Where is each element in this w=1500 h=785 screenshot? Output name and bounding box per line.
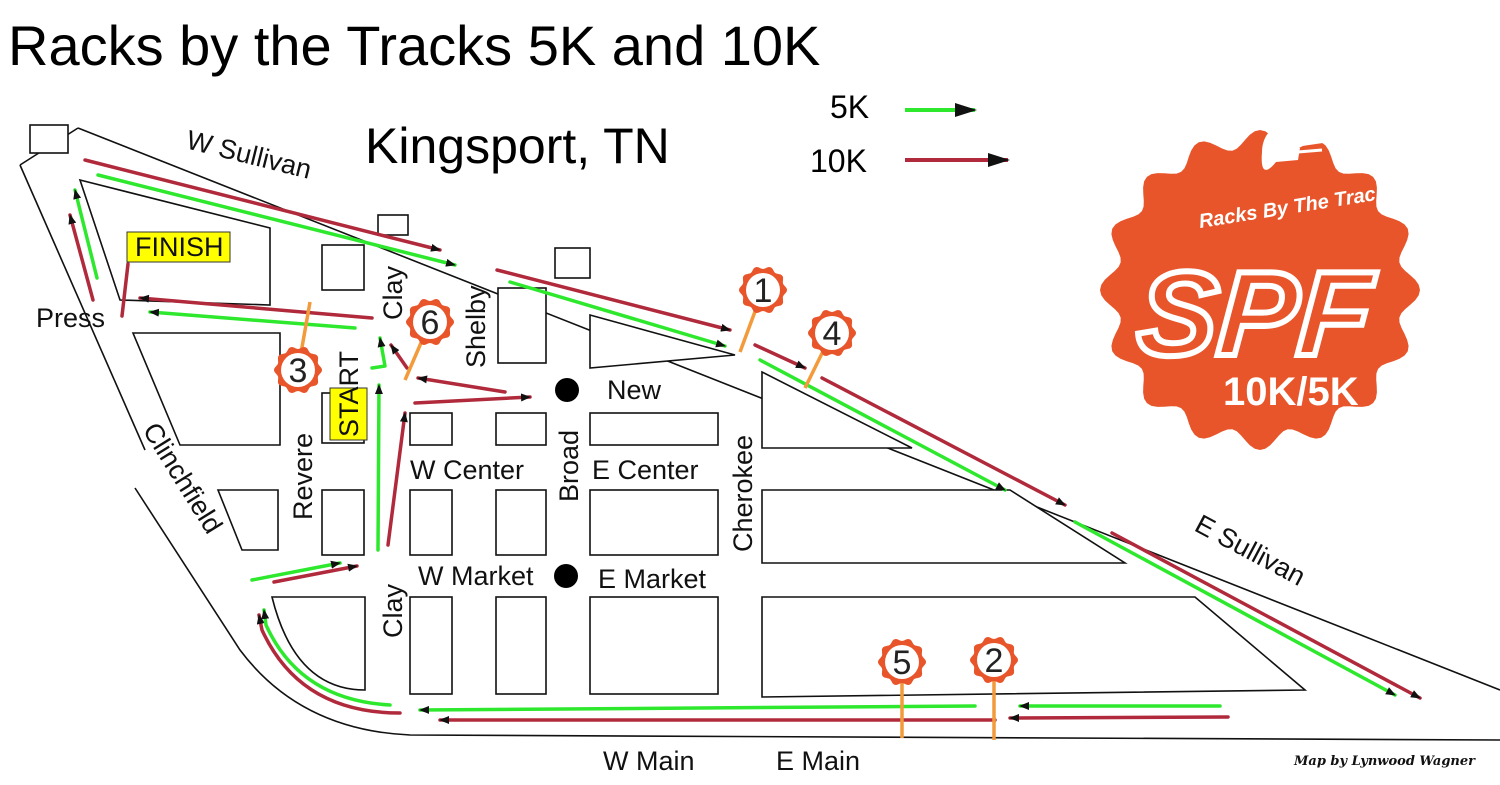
street-e-main: E Main [776, 746, 860, 776]
legend-10k-label: 10K [810, 143, 867, 179]
mile-marker-3: 3 [289, 352, 308, 390]
street-e-sullivan: E Sullivan [1190, 509, 1310, 592]
mile-marker-1: 1 [754, 272, 773, 310]
mile-marker-face [746, 273, 780, 307]
mile-marker-face [413, 305, 447, 339]
street-w-main: W Main [603, 746, 695, 776]
mile-marker-5: 5 [893, 644, 912, 682]
mile-marker-face [815, 316, 849, 350]
mile-marker-face [281, 353, 315, 387]
logo-big-text: SPF [1133, 247, 1378, 381]
street-w-sullivan: W Sullivan [184, 125, 315, 185]
legend: 5K 10K [810, 89, 1010, 179]
spf-logo: Racks By The Tracks SPF 10K/5K [1100, 124, 1420, 450]
mile-marker-4: 4 [823, 315, 842, 353]
city-blocks [29, 124, 1308, 698]
route-5k [73, 173, 1397, 714]
start-label: START [329, 351, 368, 441]
mile-marker-face [977, 643, 1011, 677]
street-w-center: W Center [410, 455, 524, 485]
mile-markers: 1 2 3 4 5 6 [274, 267, 1018, 740]
street-clay-north: Clay [378, 265, 408, 320]
street-shelby: Shelby [461, 285, 491, 368]
street-clay-south: Clay [378, 583, 408, 638]
market-broad-dot [554, 564, 578, 588]
new-broad-dot [555, 378, 579, 402]
street-revere: Revere [288, 433, 318, 520]
finish-label: FINISH [126, 231, 231, 263]
street-broad: Broad [554, 430, 584, 502]
logo-distance: 10K/5K [1223, 370, 1359, 414]
logo-seal [1100, 130, 1420, 450]
street-press: Press [36, 303, 105, 333]
map-subtitle: Kingsport, TN [365, 118, 670, 174]
street-w-market: W Market [418, 561, 534, 591]
street-e-center: E Center [592, 455, 699, 485]
mile-marker-6: 6 [421, 304, 440, 342]
route-10k [68, 158, 1422, 724]
map-title: Racks by the Tracks 5K and 10K [8, 14, 820, 77]
svg-text:START: START [334, 351, 364, 437]
street-new: New [607, 375, 662, 405]
mile-marker-face [885, 645, 919, 679]
winged-foot-icon [1261, 124, 1331, 170]
svg-text:FINISH: FINISH [135, 232, 224, 262]
street-e-market: E Market [598, 564, 707, 594]
street-cherokee: Cherokee [728, 435, 758, 552]
mile-marker-2: 2 [985, 642, 1004, 680]
map-credit: Map by Lynwood Wagner [1293, 754, 1476, 769]
legend-5k-label: 5K [830, 89, 869, 125]
